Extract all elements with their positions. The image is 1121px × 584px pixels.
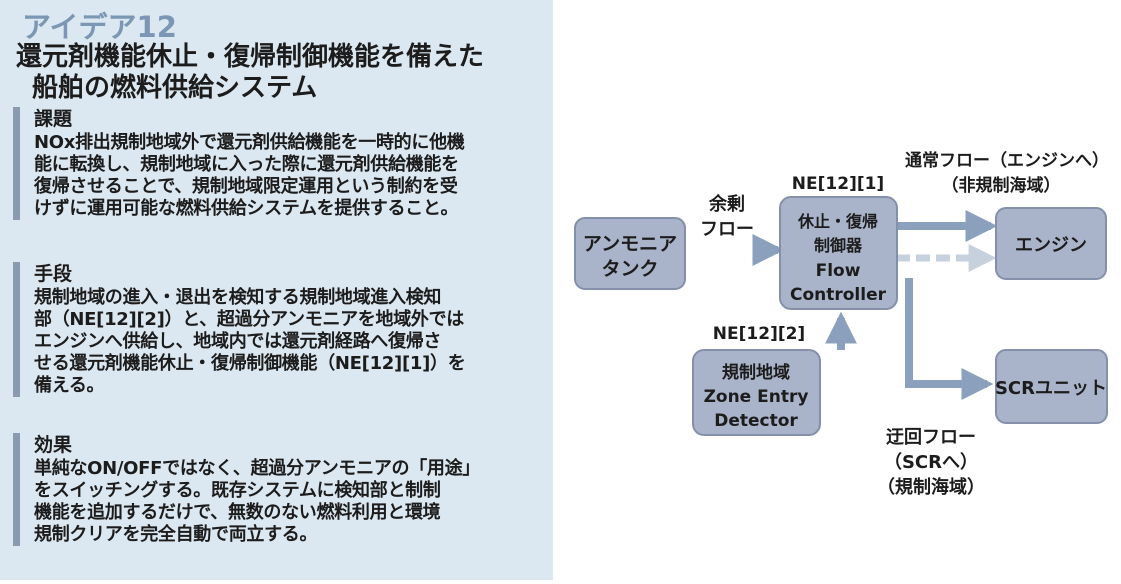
section-line: 機能を追加するだけで、無数のない燃料利用と環境 [34, 502, 441, 523]
section-line: けずに運用可能な燃料供給システムを提供すること。 [34, 198, 459, 219]
title-line-2: 船舶の燃料供給システム [32, 73, 318, 103]
section-line: NOx排出規制地域外で還元剤供給機能を一時的に他機 [34, 132, 465, 153]
bypass-flow-label: （SCRへ） [884, 452, 978, 473]
section-problem: 課題 NOx排出規制地域外で還元剤供給機能を一時的に他機 能に転換し、規制地域に… [13, 107, 544, 220]
surplus-flow-label: 余剰 [708, 193, 745, 215]
controller-box [779, 196, 898, 310]
controller-label: 制御器 [814, 236, 863, 255]
idea-label: アイデア12 [22, 10, 177, 44]
engine-box [995, 207, 1107, 280]
section-heading: 効果 [34, 434, 73, 456]
normal-flow-label: （非規制海域） [942, 175, 1061, 196]
section-line: 備える。 [34, 375, 105, 396]
text-panel: アイデア12 還元剤機能休止・復帰制御機能を備えた 船舶の燃料供給システム 課題… [0, 0, 553, 580]
bypass-flow-label: （規制海域） [877, 476, 985, 498]
section-means: 手段 規制地域の進入・退出を検知する規制地域進入検知 部（NE[12][2]）と… [13, 262, 544, 397]
title-line-1: 還元剤機能休止・復帰制御機能を備えた [16, 42, 485, 72]
section-line: 復帰させることで、規制地域限定運用という制約を受 [34, 176, 458, 197]
detector-label: 規制地域 [722, 362, 790, 383]
scr-box [995, 349, 1108, 424]
controller-label: 休止・復帰 [797, 212, 878, 231]
engine-label: エンジン [1015, 235, 1087, 256]
section-heading: 課題 [34, 108, 73, 130]
section-line: エンジンへ供給し、地域内では還元剤経路へ復帰さ [34, 331, 442, 352]
section-line: 規制地域の進入・退出を検知する規制地域進入検知 [34, 287, 442, 308]
detector-box [692, 349, 821, 436]
detector-label: Zone Entry [704, 387, 809, 407]
section-line: 規制クリアを完全自動で両立する。 [34, 524, 318, 545]
tank-label: タンク [601, 258, 658, 280]
bypass-flow-arrow [905, 278, 994, 400]
controller-label: Flow [816, 261, 861, 281]
section-line: をスイッチングする。既存システムに検知部と制制 [34, 480, 441, 501]
flow-diagram: アンモニア タンク 休止・復帰 制御器 Flow Controller エンジン… [553, 0, 1121, 580]
tank-label: アンモニア [583, 233, 677, 255]
scr-label: SCRユニット [995, 378, 1107, 399]
section-line: 部（NE[12][2]）と、超過分アンモニアを地域外では [34, 309, 464, 330]
page-title: 還元剤機能休止・復帰制御機能を備えた 船舶の燃料供給システム [16, 42, 484, 104]
bypass-flow-label: 迂回フロー [886, 427, 976, 448]
detector-id-label: NE[12][2] [713, 324, 805, 344]
section-effect: 効果 単純なON/OFFではなく、超過分アンモニアの「用途」 をスイッチングする… [13, 433, 544, 546]
tank-box [574, 217, 686, 290]
section-line: せる還元剤機能休止・復帰制御機能（NE[12][1]）を [34, 353, 466, 374]
controller-label: Controller [790, 285, 887, 305]
section-heading: 手段 [34, 263, 73, 285]
section-line: 能に転換し、規制地域に入った際に還元剤供給機能を [34, 154, 459, 175]
surplus-flow-label: フロー [700, 219, 754, 240]
normal-flow-label: 通常フロー（エンジンへ） [905, 150, 1109, 171]
detector-label: Detector [714, 411, 798, 431]
controller-id-label: NE[12][1] [792, 174, 884, 194]
section-line: 単純なON/OFFではなく、超過分アンモニアの「用途」 [34, 458, 481, 479]
